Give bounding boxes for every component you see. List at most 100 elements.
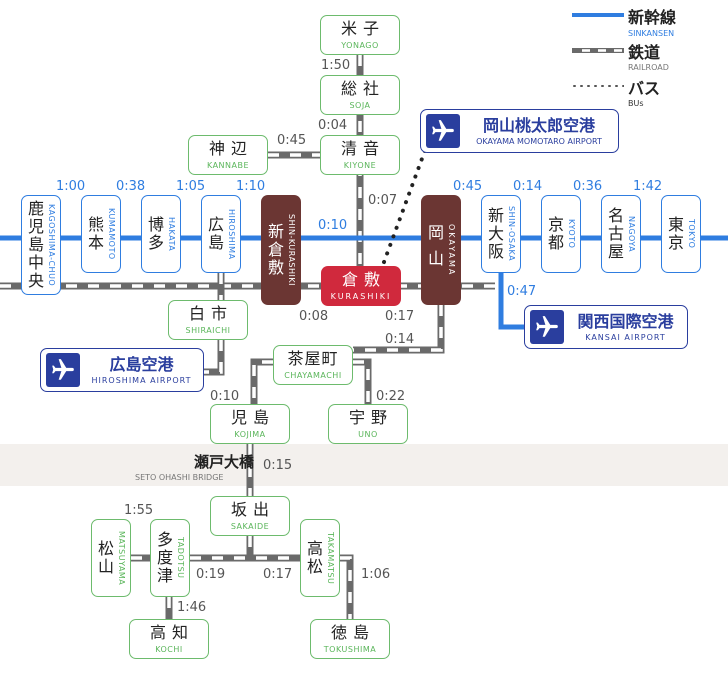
station-romaji: KYOTO [567, 219, 576, 249]
time-shinosaka-kansai: 0:47 [507, 284, 537, 299]
airport-name: 関西国際空港 [577, 311, 674, 331]
time-kannabe-kiyone: 0:45 [277, 133, 307, 148]
station-romaji: CHAYAMACHI [284, 371, 342, 380]
station-romaji: SHIN-KURASHIKI [287, 214, 296, 286]
station-name: 広島 [205, 216, 224, 252]
station-kumamoto[interactable]: 熊本 KUMAMOTO [81, 195, 121, 273]
airport-romaji: HIROSHIMA AIRPORT [91, 375, 192, 385]
station-shiraichi[interactable]: 白市 SHIRAICHI [168, 300, 248, 340]
railroad-chayamachi-uno-dash [353, 360, 370, 404]
station-name: 米子 [340, 19, 385, 38]
station-kyoto[interactable]: 京都 KYOTO [541, 195, 581, 273]
time-kyoto-nagoya: 0:36 [573, 179, 603, 194]
station-romaji: TOKUSHIMA [323, 645, 377, 654]
station-tokushima[interactable]: 徳島 TOKUSHIMA [310, 619, 390, 659]
time-kurashiki-okayama: 0:17 [385, 309, 415, 324]
station-shin-kurashiki[interactable]: 新倉敷 SHIN-KURASHIKI [261, 195, 301, 305]
station-romaji: TOKYO [687, 219, 696, 249]
station-romaji: OKAYAMA [447, 223, 456, 277]
seto-ohashi-bridge-band [0, 444, 728, 486]
time-yonago-soja: 1:50 [321, 58, 351, 73]
station-romaji: TAKAMATSU [326, 531, 335, 585]
station-hiroshima[interactable]: 広島 HIROSHIMA [201, 195, 241, 273]
station-matsuyama[interactable]: 松山 MATSUYAMA [91, 519, 131, 597]
station-name: 鹿児島中央 [25, 200, 44, 290]
station-kagoshima-chuo[interactable]: 鹿児島中央 KAGOSHIMA-CHUO [21, 195, 61, 295]
time-okayama-chayamachi: 0:14 [385, 332, 415, 347]
station-romaji: NAGOYA [627, 215, 636, 253]
railroad-shiraichi-airport-dash [204, 340, 223, 374]
station-name: 名古屋 [605, 207, 624, 261]
station-romaji: HAKATA [167, 216, 176, 252]
station-name: 博多 [145, 216, 164, 252]
time-chayamachi-kojima: 0:10 [210, 389, 240, 404]
time-shinkurashiki-okayama: 0:10 [318, 218, 348, 233]
station-name: 倉敷 [341, 270, 386, 289]
station-romaji: SHIRAICHI [185, 326, 231, 335]
station-name: 白市 [188, 304, 233, 323]
legend-railroad-label: 鉄道 [628, 43, 661, 62]
station-kannabe[interactable]: 神辺 KANNABE [188, 135, 268, 175]
legend-bus-line [573, 85, 624, 87]
time-nagoya-tokyo: 1:42 [633, 179, 663, 194]
station-romaji: KANNABE [206, 161, 250, 170]
station-chayamachi[interactable]: 茶屋町 CHAYAMACHI [273, 345, 353, 385]
station-kojima[interactable]: 児島 KOJIMA [210, 404, 290, 444]
station-okayama[interactable]: 岡山 OKAYAMA [421, 195, 461, 305]
station-tadotsu[interactable]: 多度津 TADOTSU [150, 519, 190, 597]
station-name: 総社 [340, 79, 385, 98]
station-takamatsu[interactable]: 高松 TAKAMATSU [300, 519, 340, 597]
station-nagoya[interactable]: 名古屋 NAGOYA [601, 195, 641, 273]
station-kiyone[interactable]: 清音 KIYONE [320, 135, 400, 175]
station-name: 高松 [304, 540, 323, 576]
time-hakata-hiroshima: 1:05 [176, 179, 206, 194]
station-hakata[interactable]: 博多 HAKATA [141, 195, 181, 273]
time-tadotsu-matsuyama: 1:55 [124, 503, 154, 518]
railroad-kotoku-line [340, 554, 354, 619]
station-name: 熊本 [85, 216, 104, 252]
station-uno[interactable]: 宇野 UNO [328, 404, 408, 444]
time-sakaide-tadotsu: 0:19 [196, 567, 226, 582]
legend-shinkansen-label: 新幹線 [628, 8, 677, 27]
airplane-icon [530, 310, 564, 344]
station-romaji: KOJIMA [234, 430, 266, 439]
time-hiroshima-shinkurashiki: 1:10 [236, 179, 266, 194]
station-shin-osaka[interactable]: 新大阪 SHIN-OSAKA [481, 195, 521, 273]
time-kumamoto-hakata: 0:38 [116, 179, 146, 194]
time-chayamachi-uno: 0:22 [376, 389, 406, 404]
time-tadotsu-kochi: 1:46 [177, 600, 207, 615]
station-yonago[interactable]: 米子 YONAGO [320, 15, 400, 55]
station-sakaide[interactable]: 坂出 SAKAIDE [210, 496, 290, 536]
station-kochi[interactable]: 高知 KOCHI [129, 619, 209, 659]
time-kiyone-kurashiki: 0:07 [368, 193, 398, 208]
station-name: 徳島 [330, 623, 375, 642]
station-name: 松山 [95, 540, 114, 576]
legend-shinkansen-en: SINKANSEN [628, 29, 675, 38]
station-name: 多度津 [154, 531, 173, 585]
railroad-shiraichi-airport [204, 340, 225, 376]
station-soja[interactable]: 総社 SOJA [320, 75, 400, 115]
airport-romaji: OKAYAMA MOMOTARO AIRPORT [476, 136, 602, 146]
time-okayama-shinosaka: 0:45 [453, 179, 483, 194]
station-name: 岡山 [425, 224, 444, 276]
station-name: 京都 [545, 216, 564, 252]
shinkansen-kansai-link [498, 273, 524, 330]
station-tokyo[interactable]: 東京 TOKYO [661, 195, 701, 273]
station-romaji: YONAGO [341, 41, 379, 50]
time-sakaide-takamatsu: 0:17 [263, 567, 293, 582]
bus-route-okayama-airport [382, 143, 429, 264]
time-kojima-sakaide: 0:15 [263, 458, 293, 473]
legend-railroad-en: RAILROAD [628, 63, 669, 72]
station-kurashiki[interactable]: 倉敷 KURASHIKI [321, 266, 401, 306]
airplane-icon [426, 114, 460, 148]
station-name: 神辺 [208, 139, 253, 158]
station-name: 新大阪 [485, 207, 504, 261]
railroad-kotoku-line-dash [340, 556, 352, 619]
time-shinkurashiki-kurashiki: 0:08 [299, 309, 329, 324]
station-name: 宇野 [348, 408, 393, 427]
time-shinosaka-kyoto: 0:14 [513, 179, 543, 194]
